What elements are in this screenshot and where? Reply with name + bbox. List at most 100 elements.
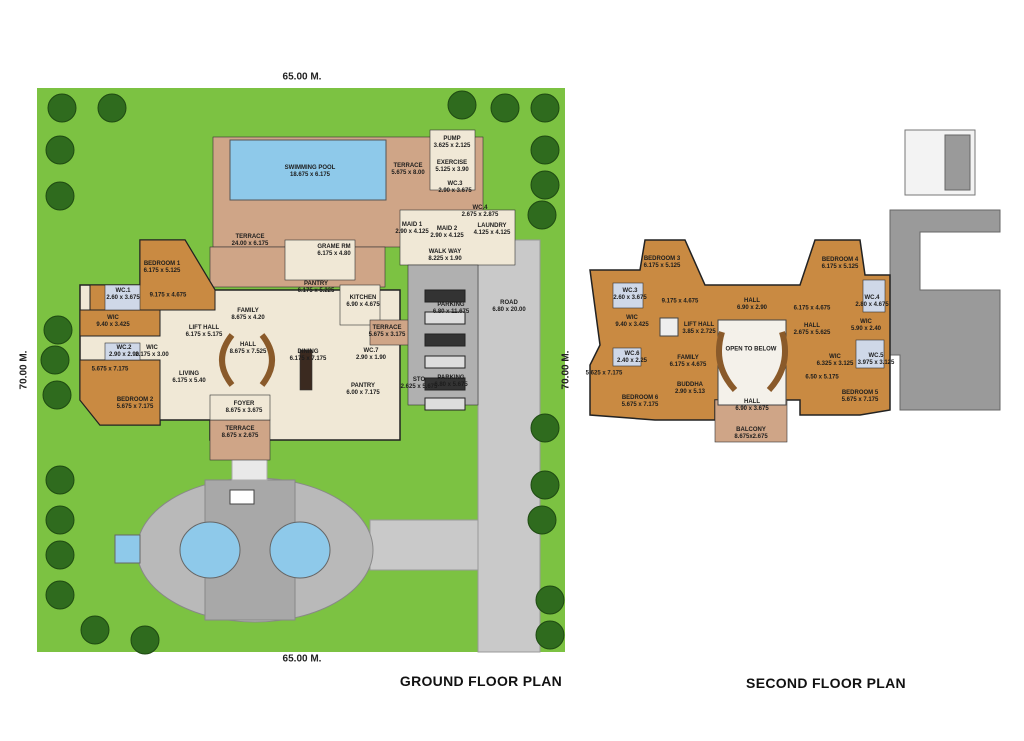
wc6 [612, 347, 642, 367]
room-name: LAUNDRY [477, 223, 507, 229]
tree-icon [527, 505, 557, 535]
room-name: DINING [297, 349, 319, 355]
dimension-top: 65.00 M. [282, 71, 322, 83]
room-name: BEDROOM 4 [821, 257, 859, 263]
room-size: 9.175 x 4.675 [661, 298, 699, 305]
pump-exercise [429, 129, 476, 191]
room-name: BEDROOM 2 [116, 397, 154, 403]
lift [659, 317, 679, 337]
room-size: 8.225 x 1.90 [428, 256, 462, 262]
room-name: LIVING [178, 371, 199, 377]
room-size: 6.90 x 4.675 [346, 302, 380, 308]
room-name: WC.4 [864, 295, 880, 301]
pavilion-roof [944, 134, 971, 191]
car-icon [424, 311, 466, 325]
room-size: 6.325 x 3.125 [816, 361, 854, 367]
tree-icon [530, 93, 560, 123]
room-name: WIC [146, 345, 158, 351]
room-name: BALCONY [736, 427, 766, 433]
second-room-label: 9.175 x 4.675 [662, 299, 699, 306]
room-size: 2.90 x 5.13 [674, 389, 706, 395]
tree-icon [527, 200, 557, 230]
room-name: HALL [803, 323, 820, 329]
staircase-right [259, 333, 275, 387]
room-name: TERRACE [225, 426, 255, 432]
room-size: 8.675 x 2.675 [221, 433, 259, 439]
tree-icon [80, 615, 110, 645]
tree-icon [45, 540, 75, 570]
room-size: 2.675 x 2.875 [461, 212, 499, 218]
room-size: 9.40 x 3.425 [96, 322, 130, 328]
fountain-right [269, 521, 331, 579]
fountain-left [179, 521, 241, 579]
room-size: 5.675 x 3.175 [368, 332, 406, 338]
room-name: MAID 2 [436, 226, 458, 232]
tree-icon [45, 135, 75, 165]
room-name: BEDROOM 1 [143, 261, 181, 267]
room-size: 6.00 x 7.175 [346, 390, 380, 396]
ground-room-label: 5.675 x 7.175 [92, 367, 129, 374]
road [477, 239, 541, 653]
tree-icon [530, 413, 560, 443]
tree-icon [42, 380, 72, 410]
game-room [284, 239, 356, 281]
room-name: WC.7 [363, 348, 379, 354]
room-name: TERRACE [372, 325, 402, 331]
second-room-label: 5.625 x 7.175 [586, 371, 623, 378]
room-name: WIC [626, 315, 638, 321]
room-name: ROAD [500, 300, 518, 306]
room-size: 2.90 x 4.125 [430, 233, 464, 239]
wc3 [612, 282, 644, 309]
room-name: FAMILY [677, 355, 699, 361]
room-size: 2.90 x 4.125 [395, 229, 429, 235]
tree-icon [45, 580, 75, 610]
room-size: 2.80 x 4.675 [855, 302, 889, 308]
tree-icon [490, 93, 520, 123]
room-name: PANTRY [351, 383, 375, 389]
room-name: WC.6 [624, 351, 640, 357]
tree-icon [130, 625, 160, 655]
room-size: 5.675 x 7.175 [841, 397, 879, 403]
room-size: 6.80 x 5.675 [434, 382, 468, 388]
room-name: KITCHEN [349, 295, 377, 301]
tree-icon [530, 170, 560, 200]
tree-icon [530, 135, 560, 165]
room-size: 3.975 x 3.125 [857, 360, 895, 366]
room-size: 8.675 x 7.525 [229, 349, 267, 355]
room-name: BEDROOM 6 [621, 395, 659, 401]
room-name: PANTRY [303, 281, 328, 287]
room-size: 6.175 x 4.675 [669, 362, 707, 368]
room-size: 8.675 x 4.20 [231, 315, 265, 321]
room-name: OPEN TO BELOW [725, 346, 777, 353]
room-size: 6.90 x 2.90 [736, 305, 768, 311]
room-size: 5.675 x 7.175 [91, 366, 129, 373]
room-name: WALK WAY [428, 249, 462, 255]
tree-icon [97, 93, 127, 123]
room-name: WC.2 [116, 345, 132, 351]
room-size: 6.175 x 4.675 [793, 305, 831, 312]
room-name: BUDDHA [677, 382, 703, 388]
tree-icon [535, 620, 565, 650]
